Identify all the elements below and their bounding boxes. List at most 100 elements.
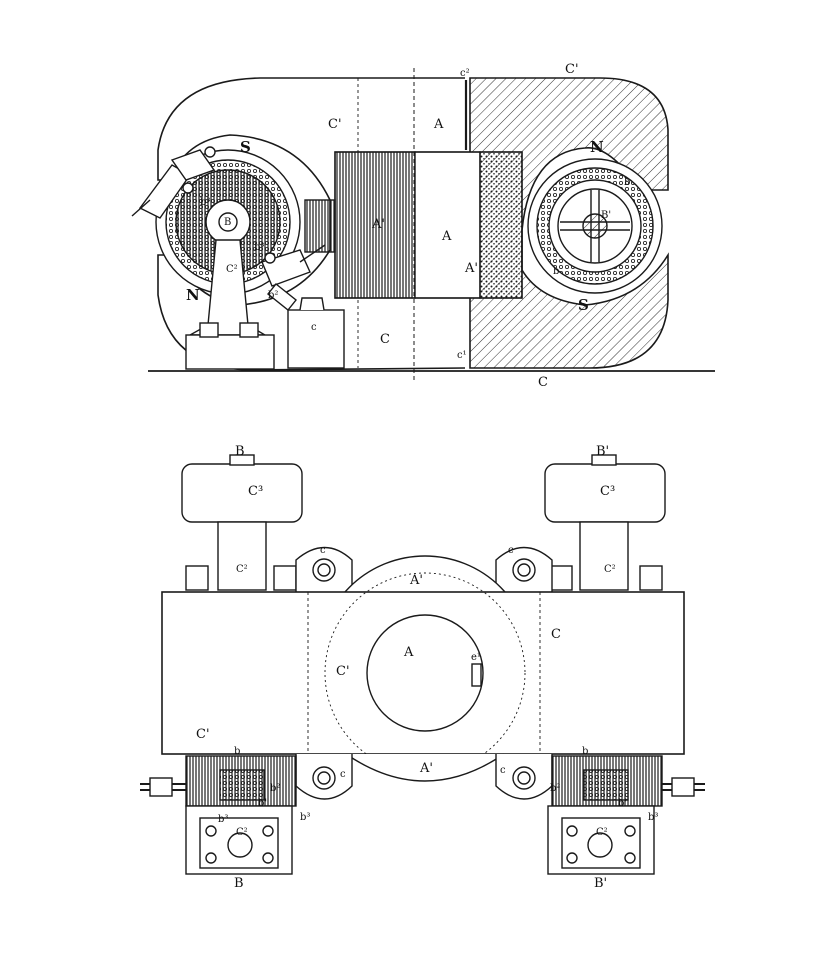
label-b-lower: b bbox=[553, 266, 559, 277]
label-e1: e¹ bbox=[471, 652, 481, 663]
label-B-left: B bbox=[224, 217, 231, 228]
disc-lower-arc bbox=[345, 753, 505, 782]
label-B1-bottom: B' bbox=[594, 876, 607, 891]
bolt-c-bottom-right bbox=[512, 766, 536, 790]
bolt-c-bottom-left-inner bbox=[317, 771, 331, 785]
nut-top-right-b bbox=[639, 565, 663, 591]
bolt-right-4 bbox=[624, 852, 636, 864]
core-A bbox=[366, 614, 484, 732]
bearing-block-left-inner bbox=[199, 817, 279, 869]
brush-holder-lower bbox=[261, 244, 326, 311]
label-c-left: c bbox=[320, 545, 326, 556]
shaft-right bbox=[582, 213, 608, 239]
bolt-c-top-right-inner bbox=[517, 563, 531, 577]
label-b-right: b bbox=[582, 746, 588, 757]
terminal-block-c-nut bbox=[299, 297, 325, 311]
label-b1-left: b' bbox=[258, 798, 267, 809]
label-S-left: S bbox=[240, 138, 251, 156]
label-C-bottom-mid: C bbox=[380, 332, 390, 347]
plan-labels: B B' C³ C³ C² C² c c A' A e¹ C' C C' A' … bbox=[196, 444, 658, 891]
bolt-c-bottom-left bbox=[312, 766, 336, 790]
label-C2-lower-right: C² bbox=[596, 827, 608, 838]
brush-holder-upper bbox=[131, 146, 216, 219]
bolt-right-2 bbox=[566, 852, 578, 864]
label-b3-far-right: b³ bbox=[648, 812, 658, 823]
field-coil-core bbox=[414, 151, 481, 299]
nut-left-a bbox=[199, 322, 219, 338]
label-A-top: A bbox=[433, 117, 444, 132]
commutator-left bbox=[140, 755, 297, 807]
label-C2-lower-left: C² bbox=[236, 827, 248, 838]
bolt-left-2 bbox=[205, 852, 217, 864]
label-C1-body: C' bbox=[336, 664, 350, 679]
bolt-left-4 bbox=[262, 852, 274, 864]
label-c2-top: c² bbox=[460, 68, 470, 79]
nut-top-left-a bbox=[185, 565, 209, 591]
bolt-right-1 bbox=[566, 825, 578, 837]
label-A1-top: A' bbox=[409, 573, 423, 588]
label-b-left: b bbox=[234, 746, 240, 757]
label-C1-top-left: C' bbox=[328, 117, 342, 132]
nut-top-left-b bbox=[273, 565, 297, 591]
label-S-right: S bbox=[578, 296, 589, 314]
label-C3-left: C³ bbox=[248, 484, 263, 499]
label-C-right: C bbox=[551, 627, 561, 642]
label-b2-left: b² bbox=[270, 783, 280, 794]
field-coil-stipple bbox=[479, 151, 523, 299]
commutator-right bbox=[551, 755, 705, 807]
label-C1-top-right: C' bbox=[565, 62, 579, 77]
stand-base-left bbox=[185, 334, 275, 370]
bolt-c-top-right bbox=[512, 558, 536, 582]
label-b3-right: b³ bbox=[300, 812, 310, 823]
label-B1-right: B' bbox=[601, 210, 611, 221]
label-b1-right: b' bbox=[618, 798, 627, 809]
label-C3-right: C³ bbox=[600, 484, 615, 499]
nut-top-right-a bbox=[549, 565, 573, 591]
bolt-c-top-left-inner bbox=[317, 563, 331, 577]
elevation-view bbox=[131, 68, 715, 380]
terminal-block-c bbox=[287, 309, 345, 369]
elevation-labels: A A A' A' C C C' C' c c² c¹ S N N S B B'… bbox=[186, 62, 630, 390]
label-B-bottom: B bbox=[234, 876, 244, 891]
pulley-right-hub bbox=[591, 454, 617, 466]
label-b2-left: b² bbox=[268, 290, 278, 301]
label-c1-bottom: c¹ bbox=[457, 350, 467, 361]
label-A1-left: A' bbox=[371, 217, 385, 232]
label-A1-bottom: A' bbox=[419, 761, 433, 776]
bolt-c-bottom-right-inner bbox=[517, 771, 531, 785]
label-C2-stand: C² bbox=[226, 264, 238, 275]
bearing-top-left bbox=[217, 521, 267, 591]
label-c-block: c bbox=[311, 322, 317, 333]
label-A1-right: A' bbox=[464, 261, 478, 276]
label-c-right: c bbox=[508, 545, 514, 556]
label-B-top: B bbox=[235, 444, 245, 459]
label-C2-right: C² bbox=[604, 564, 616, 575]
label-A-center: A bbox=[441, 229, 452, 244]
nut-left-b bbox=[239, 322, 259, 338]
bearing-block-left-bore bbox=[227, 832, 253, 858]
pulley-left bbox=[181, 463, 303, 523]
bolt-right-3 bbox=[624, 825, 636, 837]
pole-piece-left bbox=[304, 199, 336, 253]
bolt-left-1 bbox=[205, 825, 217, 837]
label-N-left: N bbox=[186, 286, 200, 304]
label-A-center: A bbox=[403, 645, 414, 660]
bolt-left-3 bbox=[262, 825, 274, 837]
label-B1-top: B' bbox=[596, 444, 609, 459]
label-b3-mid: b³ bbox=[254, 242, 264, 253]
label-b3-left: b³ bbox=[218, 814, 228, 825]
label-b2-right: b² bbox=[550, 783, 560, 794]
label-N-right: N bbox=[590, 138, 604, 156]
label-c-lower-right: c bbox=[500, 765, 506, 776]
label-C-bottom: C bbox=[538, 375, 548, 390]
label-b-upper: b bbox=[624, 177, 630, 188]
label-b3-left: b³ bbox=[200, 197, 210, 208]
bearing-block-right-bore bbox=[587, 832, 613, 858]
shaft-left bbox=[218, 212, 238, 232]
bolt-c-top-left bbox=[312, 558, 336, 582]
plan-view bbox=[140, 454, 705, 875]
label-c-lower-left: c bbox=[340, 769, 346, 780]
pulley-left-hub bbox=[229, 454, 255, 466]
bearing-top-right bbox=[579, 521, 629, 591]
